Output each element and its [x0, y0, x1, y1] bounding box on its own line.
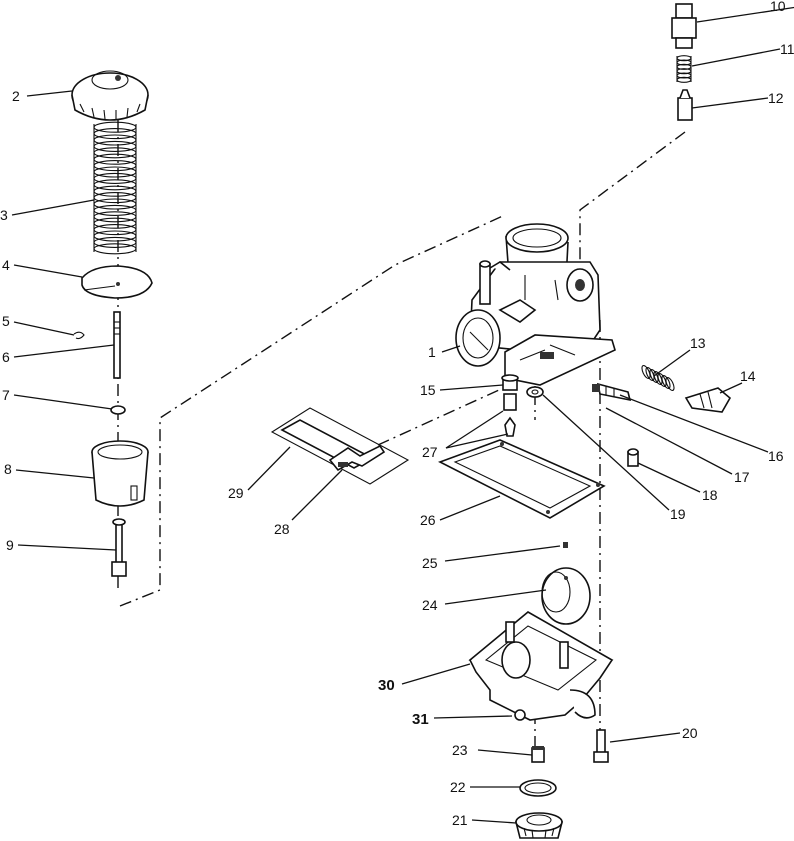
label-13: 13 [690, 335, 706, 351]
part-small-spring [676, 55, 692, 83]
spring-coil [93, 121, 137, 133]
label-12: 12 [768, 90, 784, 106]
label-29: 29 [228, 485, 244, 501]
spring-coil [93, 217, 137, 229]
part-carburetor-body [455, 223, 616, 386]
label-27: 27 [422, 444, 438, 460]
label-16: 16 [768, 448, 784, 464]
label-2: 2 [12, 88, 20, 104]
label-11: 11 [780, 41, 794, 57]
spring-coil [93, 243, 137, 255]
spring-coil [93, 166, 137, 178]
part-float-bowl [468, 611, 614, 721]
label-22: 22 [450, 779, 466, 795]
part-plate [81, 265, 153, 299]
label-10: 10 [770, 0, 786, 14]
label-21: 21 [452, 812, 468, 828]
part-float-valve-seat [501, 374, 519, 437]
spring-coil [93, 236, 137, 248]
part-float [541, 567, 591, 625]
part-float-plate [270, 407, 410, 485]
label-20: 20 [682, 725, 698, 741]
spring-coil [93, 134, 137, 146]
part-gasket [438, 439, 606, 519]
spring-coil [93, 160, 137, 172]
spring-coil [93, 211, 137, 223]
spring-coil [93, 128, 137, 140]
spring-coil [93, 230, 137, 242]
label-31: 31 [412, 711, 429, 728]
part-pilot-screw [684, 387, 732, 413]
label-26: 26 [420, 512, 436, 528]
label-25: 25 [422, 555, 438, 571]
spring-coil [93, 179, 137, 191]
part-pilot-spring [641, 364, 675, 392]
part-small-washer [526, 386, 544, 398]
part-float-pin [563, 542, 568, 548]
spring-coil [93, 224, 137, 236]
label-1: 1 [428, 344, 436, 360]
part-spring [93, 121, 137, 255]
part-needle [113, 311, 121, 379]
part-cap [71, 70, 149, 121]
spring-coil [93, 204, 137, 216]
label-15: 15 [420, 382, 436, 398]
label-6: 6 [2, 349, 10, 365]
label-7: 7 [2, 387, 10, 403]
part-jet-screw [111, 518, 127, 577]
part-o-ring [519, 779, 557, 797]
part-clip [73, 331, 85, 340]
label-30: 30 [378, 677, 395, 694]
part-plunger [677, 89, 693, 121]
part-idle-screw [592, 382, 632, 402]
label-3: 3 [0, 207, 8, 223]
label-23: 23 [452, 742, 468, 758]
spring-coil [93, 185, 137, 197]
label-9: 9 [6, 537, 14, 553]
label-8: 8 [4, 461, 12, 477]
leader-lines [11, 6, 794, 824]
spring-coil [93, 192, 137, 204]
label-14: 14 [740, 368, 756, 384]
part-drain-screw [627, 448, 639, 467]
spring-coil [93, 172, 137, 184]
part-bowl-screw [593, 729, 609, 763]
part-main-jet [531, 746, 545, 763]
label-17: 17 [734, 469, 750, 485]
part-fitting [671, 3, 697, 49]
label-19: 19 [670, 506, 686, 522]
spring-coil [93, 140, 137, 152]
label-5: 5 [2, 313, 10, 329]
label-28: 28 [274, 521, 290, 537]
label-4: 4 [2, 257, 10, 273]
spring-coil [93, 198, 137, 210]
part-drain-plug [514, 812, 564, 839]
label-18: 18 [702, 487, 718, 503]
label-24: 24 [422, 597, 438, 613]
spring-coil [665, 376, 675, 392]
part-washer [110, 405, 126, 415]
part-throttle-valve [91, 440, 149, 507]
spring-coil [93, 153, 137, 165]
spring-coil [93, 147, 137, 159]
